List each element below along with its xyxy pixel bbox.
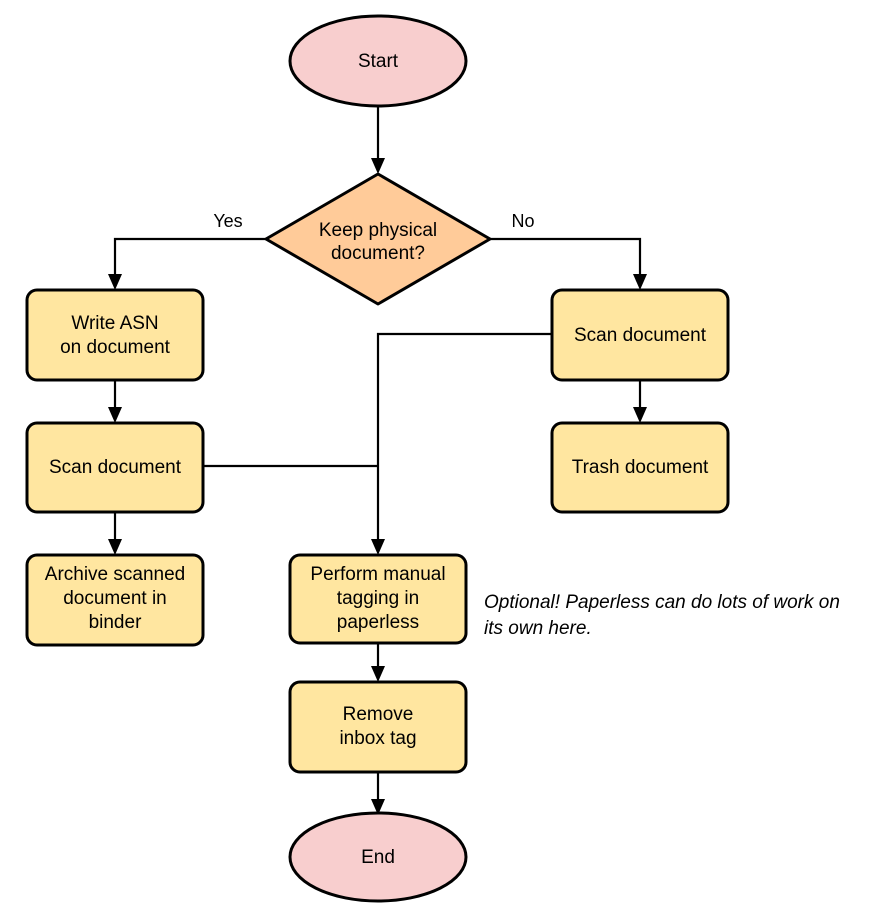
optional-note-line2: its own here. (484, 618, 592, 639)
arrow-head-icon (371, 539, 385, 555)
node-tagging-label-line3: paperless (337, 612, 419, 633)
end-ellipse-shape[interactable] (288, 811, 468, 903)
scan-document-left-box-shape[interactable] (25, 421, 205, 514)
edge-scan-right-to-trash (633, 380, 647, 423)
write-asn-box-shape[interactable] (25, 288, 205, 382)
node-write-asn-label-line1: Write ASN (71, 313, 158, 334)
arrow-head-icon (371, 158, 385, 174)
optional-note-line1: Optional! Paperless can do lots of work … (484, 592, 840, 613)
annotation-optional-note: Optional! Paperless can do lots of work … (484, 592, 840, 639)
trash-document-box-shape[interactable] (550, 421, 730, 514)
edge-label-no: No (511, 211, 534, 231)
archive-box-shape[interactable] (25, 553, 205, 647)
scan-document-right-box-shape[interactable] (550, 288, 730, 382)
node-archive-label-line1: Archive scanned (45, 564, 185, 585)
node-archive-scanned-document[interactable]: Archive scanned document in binder (25, 553, 205, 647)
node-perform-manual-tagging[interactable]: Perform manual tagging in paperless (288, 553, 468, 645)
tagging-box-shape[interactable] (288, 553, 468, 645)
arrow-head-icon (108, 407, 122, 423)
edge-label-yes: Yes (213, 211, 242, 231)
node-remove-inbox-tag[interactable]: Remove inbox tag (288, 680, 468, 774)
node-scan-document-right-label: Scan document (574, 325, 707, 346)
edge-scan-right-to-tagging (371, 332, 552, 555)
node-scan-document-right[interactable]: Scan document (550, 288, 730, 382)
node-trash-document[interactable]: Trash document (550, 421, 730, 514)
arrow-head-icon (108, 274, 122, 290)
node-scan-document-left[interactable]: Scan document (25, 421, 205, 514)
remove-inbox-box-shape[interactable] (288, 680, 468, 774)
arrow-head-icon (633, 407, 647, 423)
node-remove-inbox-label-line2: inbox tag (339, 728, 416, 749)
edge-start-to-decision (371, 103, 385, 174)
arrow-head-icon (371, 666, 385, 682)
edge-decision-no-to-scan-right (490, 237, 647, 290)
decision-diamond-shape[interactable] (264, 172, 492, 306)
edge-decision-yes-to-write-asn (108, 237, 266, 290)
node-tagging-label-line2: tagging in (337, 588, 419, 609)
node-trash-document-label: Trash document (572, 457, 709, 478)
node-tagging-label-line1: Perform manual (310, 564, 445, 585)
node-decision-keep-physical-document[interactable]: Keep physical document? (264, 172, 492, 306)
node-remove-inbox-label-line1: Remove (343, 704, 414, 725)
node-write-asn-label-line2: on document (60, 337, 171, 358)
node-archive-label-line3: binder (89, 612, 142, 633)
edge-write-asn-to-scan-left (108, 380, 122, 423)
arrow-head-icon (633, 274, 647, 290)
node-end-label: End (361, 847, 395, 868)
node-decision-label-line2: document? (331, 243, 425, 264)
node-start-label: Start (358, 51, 399, 72)
node-end[interactable]: End (288, 811, 468, 903)
edge-tagging-to-remove-inbox (371, 643, 385, 682)
edge-scan-left-to-archive (108, 512, 122, 555)
node-scan-document-left-label: Scan document (49, 457, 182, 478)
node-start[interactable]: Start (288, 14, 468, 108)
arrow-head-icon (108, 539, 122, 555)
arrow-head-icon (371, 799, 385, 815)
node-decision-label-line1: Keep physical (319, 220, 437, 241)
node-archive-label-line2: document in (63, 588, 167, 609)
start-ellipse-shape[interactable] (288, 14, 468, 108)
node-write-asn-on-document[interactable]: Write ASN on document (25, 288, 205, 382)
edge-remove-inbox-to-end (371, 772, 385, 815)
